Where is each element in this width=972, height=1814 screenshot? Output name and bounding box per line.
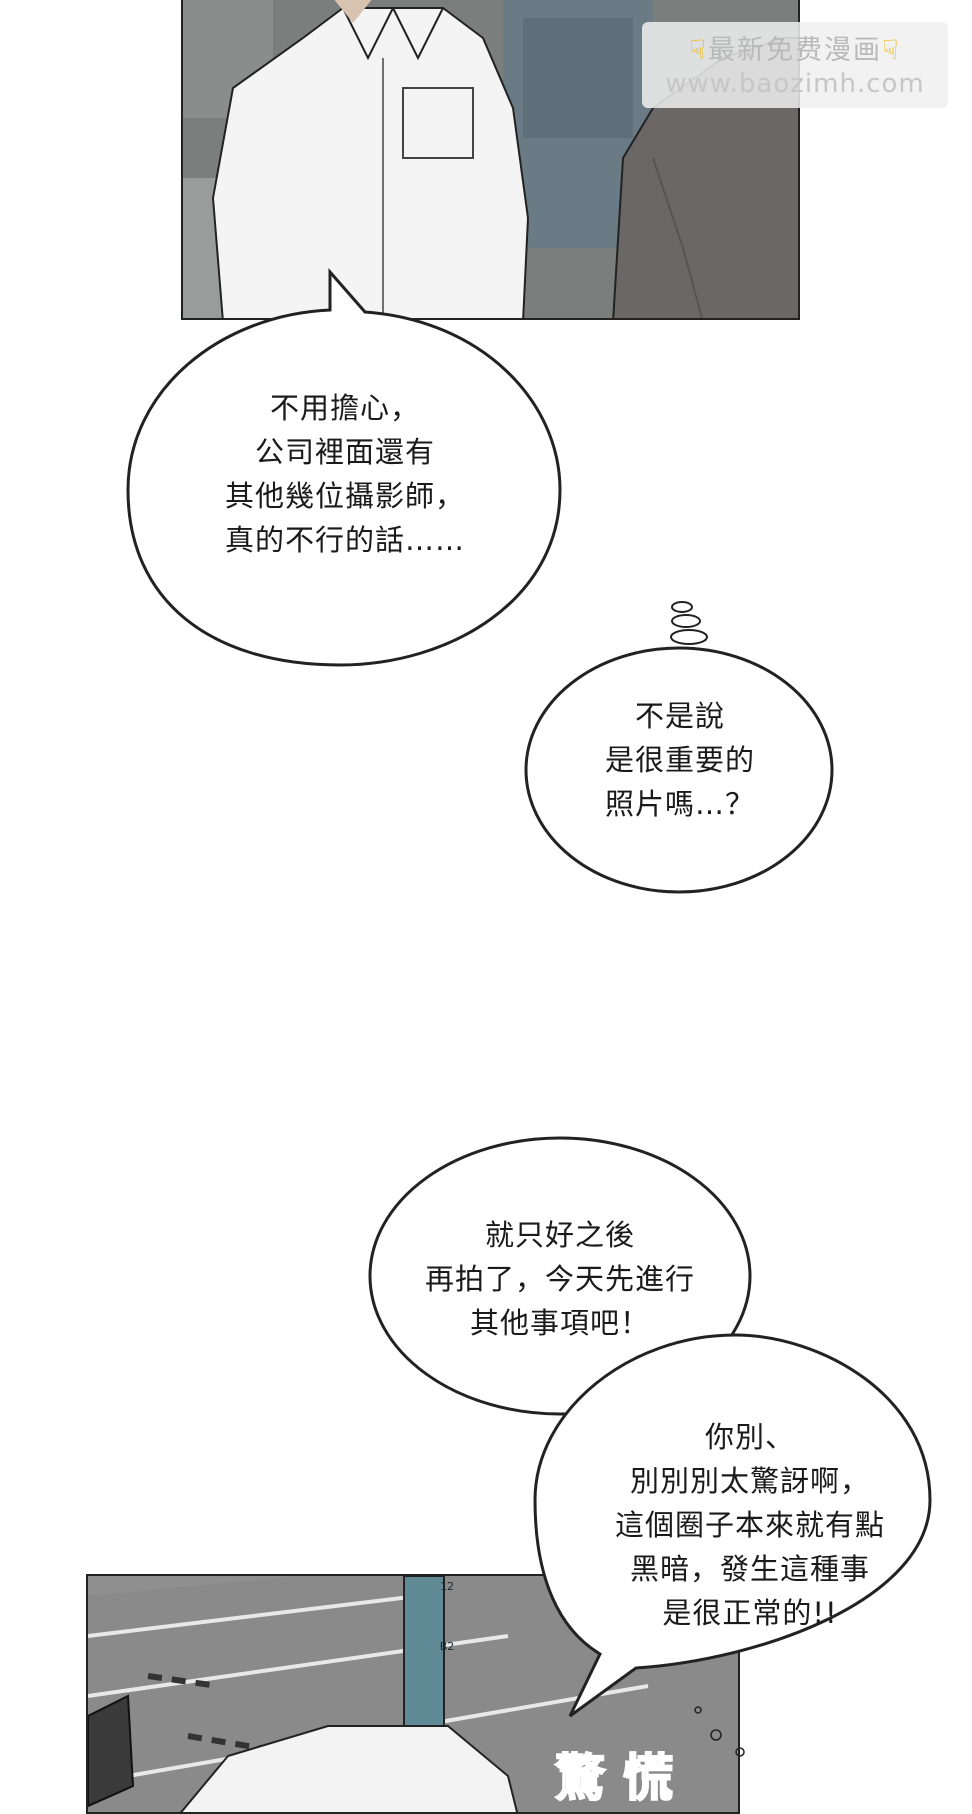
speech-bubble-1 <box>126 268 562 667</box>
parking-sign-number: 12 <box>440 1580 454 1593</box>
watermark-title-text: 最新免费漫画 <box>708 35 882 66</box>
bubble-4-text: 你別、 別別別太驚訝啊， 這個圈子本來就有點 黑暗，發生這種事 是很正常的!! <box>614 1420 885 1630</box>
thought-bubble-dot-3 <box>670 629 708 645</box>
watermark: ☟最新免费漫画☟ www.baozimh.com <box>642 22 948 108</box>
speech-bubble-4 <box>533 1333 932 1718</box>
bottom-panel <box>86 1574 740 1814</box>
pointing-down-hand-icon: ☟ <box>882 35 901 66</box>
thought-bubble-dot-1 <box>671 601 693 613</box>
bubble-1-text: 不用擔心， 公司裡面還有 其他幾位攝影師， 真的不行的話…… <box>224 391 465 557</box>
watermark-url: www.baozimh.com <box>665 69 925 99</box>
watermark-title: ☟最新免费漫画☟ <box>642 28 948 67</box>
speech-bubble-2 <box>524 646 834 894</box>
sfx-panic-text: 驚慌 <box>554 1748 691 1808</box>
pointing-down-hand-icon: ☟ <box>689 35 708 66</box>
sweat-drops <box>688 1700 758 1760</box>
bubble-2-text: 不是說 是很重要的 照片嗎…？ <box>604 699 755 821</box>
speech-bubble-3 <box>368 1136 752 1416</box>
bubble-3-text: 就只好之後 再拍了，今天先進行 其他事項吧！ <box>424 1218 695 1340</box>
thought-bubble-dot-2 <box>671 614 701 628</box>
parking-sign-floor: B2 <box>439 1640 455 1653</box>
